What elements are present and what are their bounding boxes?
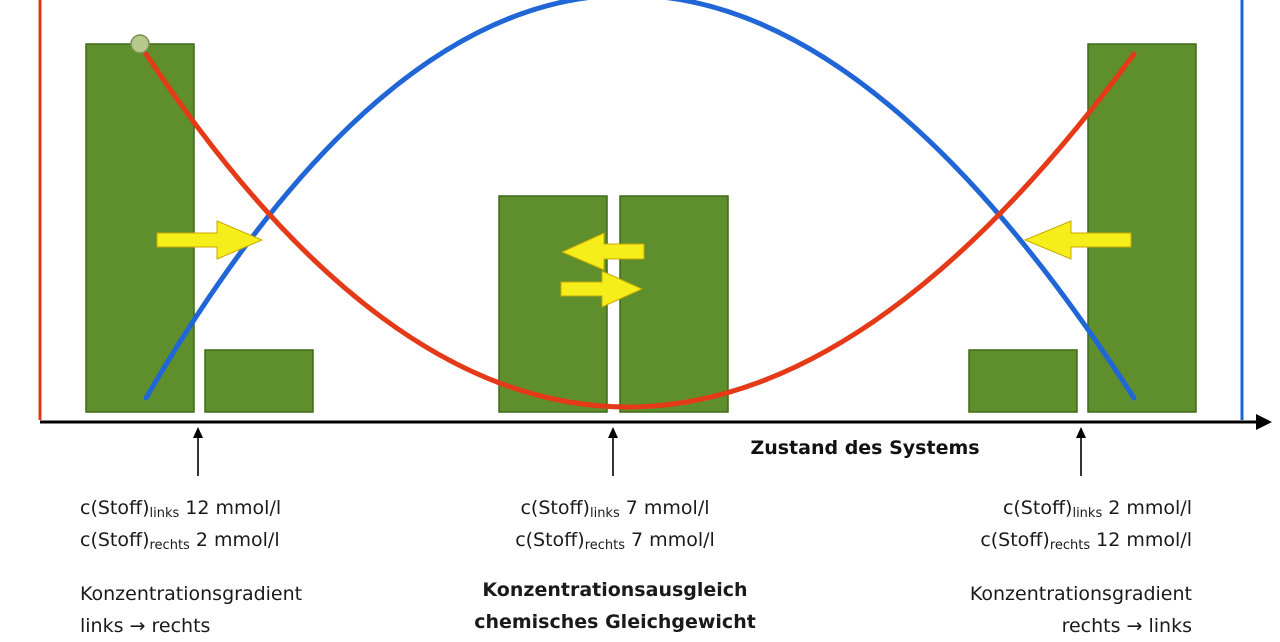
right-state-conc-rechts: c(Stoff)rechts 12 mmol/l: [980, 529, 1192, 553]
left-state-conc-rechts: c(Stoff)rechts 2 mmol/l: [80, 529, 280, 553]
middle-state-conc-rechts: c(Stoff)rechts 7 mmol/l: [515, 529, 715, 553]
middle-state-left-bar: [498, 195, 608, 413]
axis-label: Zustand des Systems: [750, 437, 980, 459]
right-state-conc-links: c(Stoff)links 2 mmol/l: [1002, 497, 1192, 521]
left-state-flow-arrow: [156, 220, 264, 260]
red-concentration-curve: [143, 51, 1137, 410]
right-state-right-bar: [1087, 43, 1197, 413]
left-state-right-bar: [204, 349, 314, 413]
middle-state-note-1: Konzentrationsausgleich: [482, 579, 748, 601]
right-state-flow-arrow: [1023, 220, 1132, 260]
right-state-note-1: Konzentrationsgradient: [969, 583, 1192, 605]
left-state-note-1: Konzentrationsgradient: [80, 583, 303, 605]
right-state-pointer: [1076, 427, 1086, 476]
right-state-left-bar: [968, 349, 1078, 413]
middle-state-note-2: chemisches Gleichgewicht: [474, 611, 756, 633]
right-state-note-2: rechts → links: [1061, 615, 1192, 637]
middle-state-right-bar: [619, 195, 729, 413]
blue-concentration-curve: [143, 0, 1137, 401]
left-state-note-2: links → rechts: [80, 615, 211, 637]
middle-state-pointer: [608, 427, 618, 476]
left-state-conc-links: c(Stoff)links 12 mmol/l: [80, 497, 282, 521]
middle-state-arrow-left: [560, 232, 645, 271]
curve-start-dot: [130, 34, 150, 54]
middle-state-conc-links: c(Stoff)links 7 mmol/l: [520, 497, 710, 521]
middle-state-arrow-right: [560, 270, 644, 308]
x-axis-arrowhead: [1256, 414, 1272, 430]
left-state-pointer: [193, 427, 203, 476]
